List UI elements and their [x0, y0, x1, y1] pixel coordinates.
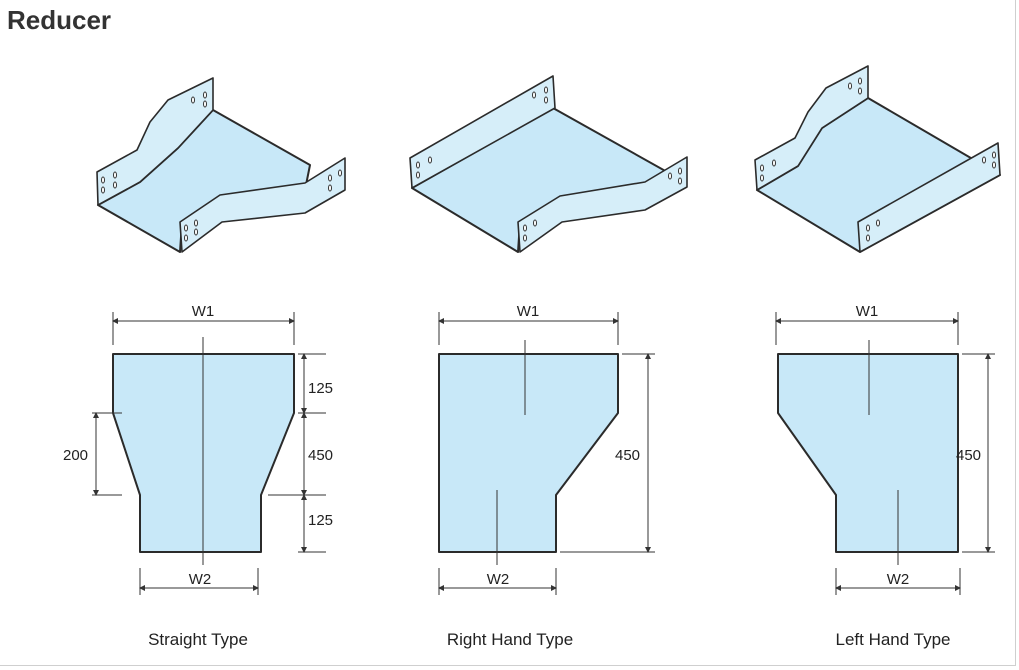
w1-label: W1	[192, 303, 215, 320]
w2-label: W2	[887, 571, 910, 588]
w2-label: W2	[487, 571, 510, 588]
page-title: Reducer	[7, 5, 112, 35]
right-hand-reducer-3d	[409, 75, 688, 253]
left-hand-reducer-3d	[754, 65, 1001, 253]
w2-label: W2	[189, 571, 212, 588]
straight-type-caption: Straight Type	[148, 630, 248, 649]
left-hand-type-caption: Left Hand Type	[836, 630, 951, 649]
dim-450: 450	[956, 447, 981, 464]
dim-450: 450	[308, 447, 333, 464]
straight-type-plan: W1 W2 125 450 125 200 Straight Type	[63, 303, 333, 649]
dim-450: 450	[615, 447, 640, 464]
left-hand-type-plan: W1 W2 450 Left Hand Type	[775, 303, 995, 649]
right-hand-type-caption: Right Hand Type	[447, 630, 573, 649]
dim-125-bottom: 125	[308, 512, 333, 529]
dim-125-top: 125	[308, 380, 333, 397]
straight-reducer-3d	[96, 77, 346, 253]
w1-label: W1	[517, 303, 540, 320]
right-hand-type-plan: W1 W2 450 Right Hand Type	[438, 303, 655, 649]
dim-200: 200	[63, 447, 88, 464]
w1-label: W1	[856, 303, 879, 320]
